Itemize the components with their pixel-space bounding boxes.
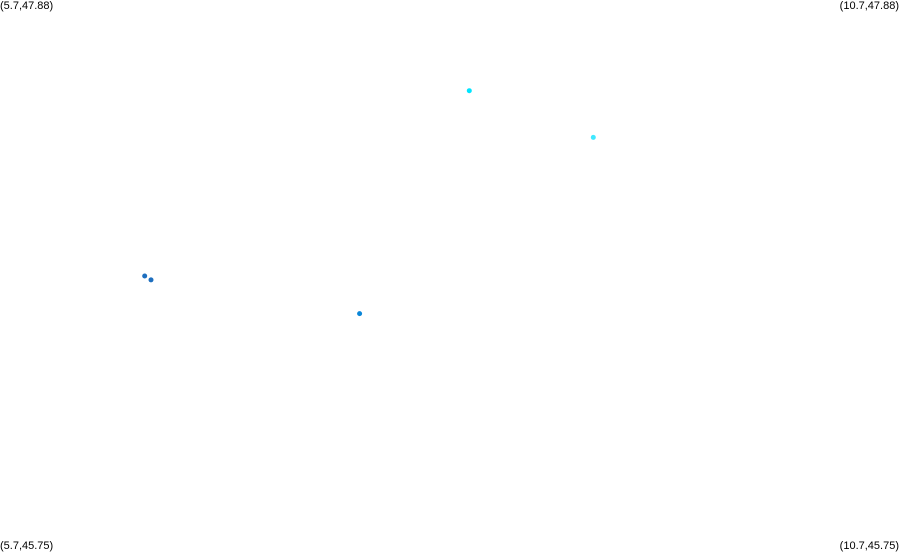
map-point[interactable] <box>357 311 363 317</box>
corner-label-bottom-right: (10.7,45.75) <box>839 540 899 552</box>
map-point[interactable] <box>466 88 472 94</box>
corner-label-bottom-left: (5.7,45.75) <box>0 540 54 552</box>
map-point[interactable] <box>590 134 596 140</box>
corner-label-top-left: (5.7,47.88) <box>0 0 54 12</box>
corner-label-top-right: (10.7,47.88) <box>839 0 899 12</box>
map-point[interactable] <box>142 273 148 279</box>
map-point[interactable] <box>148 277 154 283</box>
